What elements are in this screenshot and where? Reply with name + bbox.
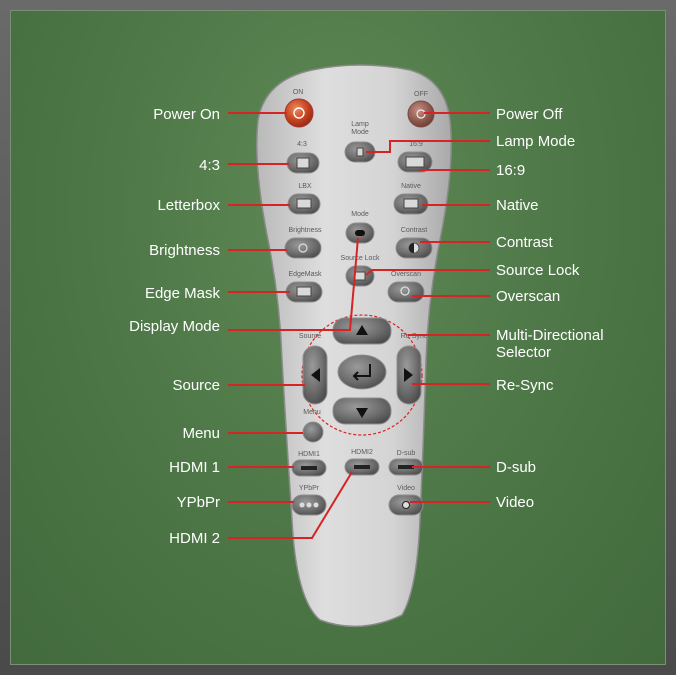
callout-power-off: Power Off — [496, 106, 563, 123]
callout-4-3: 4:3 — [199, 157, 220, 174]
callout-hdmi1: HDMI 1 — [169, 459, 220, 476]
callout-selector: Selector — [496, 344, 551, 361]
source-lock-label: Source Lock — [341, 255, 380, 262]
component-icon — [300, 503, 305, 508]
callout-ypbpr: YPbPr — [177, 494, 220, 511]
callout-native: Native — [496, 197, 539, 214]
video-label: Video — [397, 485, 415, 492]
callout-dsub: D-sub — [496, 459, 536, 476]
callout-display-mode: Display Mode — [129, 318, 220, 335]
callout-16-9: 16:9 — [496, 162, 525, 179]
hdmi-icon — [301, 466, 317, 470]
callout-brightness: Brightness — [149, 242, 220, 259]
callout-contrast: Contrast — [496, 234, 554, 251]
callout-multi-directional: Multi-Directional — [496, 327, 604, 344]
r169-label: 16:9 — [409, 141, 423, 148]
callout-overscan: Overscan — [496, 288, 560, 305]
vga-icon — [398, 465, 414, 469]
component-icon — [307, 503, 312, 508]
lock-icon — [355, 272, 365, 280]
lbx-label: LBX — [298, 183, 312, 190]
callout-video: Video — [496, 494, 534, 511]
lamp-icon — [357, 148, 363, 156]
aspect-16-9-icon — [406, 157, 424, 167]
edge-mask-icon — [297, 287, 311, 296]
callout-resync: Re-Sync — [496, 377, 554, 394]
callout-source: Source — [172, 377, 220, 394]
menu-label: Menu — [303, 409, 321, 416]
brightness-label: Brightness — [288, 227, 322, 234]
hdmi-icon — [354, 465, 370, 469]
edge-mask-label: EdgeMask — [288, 271, 322, 278]
lamp-mode-label: Mode — [351, 129, 369, 136]
callout-source-lock: Source Lock — [496, 262, 580, 279]
power-on-button[interactable] — [285, 99, 313, 127]
source-label: Source — [299, 333, 321, 340]
hdmi2-label: HDMI2 — [351, 449, 373, 456]
brightness-button[interactable] — [285, 238, 321, 258]
off-label: OFF — [414, 91, 428, 98]
r43-label: 4:3 — [297, 141, 307, 148]
callout-edge-mask: Edge Mask — [145, 285, 221, 302]
lamp-mode-label-line1: Lamp — [351, 121, 369, 128]
aspect-4-3-icon — [297, 158, 309, 168]
callout-letterbox: Letterbox — [157, 197, 220, 214]
on-label: ON — [293, 89, 304, 96]
native-icon — [404, 199, 418, 208]
component-icon — [314, 503, 319, 508]
callout-menu: Menu — [182, 425, 220, 442]
video-icon — [403, 502, 410, 509]
contrast-label: Contrast — [401, 227, 428, 234]
overscan-button[interactable] — [388, 282, 424, 302]
menu-button[interactable] — [303, 422, 323, 442]
callout-lamp-mode: Lamp Mode — [496, 133, 575, 150]
overscan-label: Overscan — [391, 271, 421, 278]
ypbpr-label: YPbPr — [299, 485, 320, 492]
native-label: Native — [401, 183, 421, 190]
dsub-label: D-sub — [397, 450, 416, 457]
letterbox-icon — [297, 199, 311, 208]
enter-button[interactable] — [338, 355, 386, 389]
mode-label: Mode — [351, 211, 369, 218]
mode-icon — [355, 230, 365, 236]
callout-hdmi2: HDMI 2 — [169, 530, 220, 547]
hdmi1-label: HDMI1 — [298, 451, 320, 458]
callout-power-on: Power On — [153, 106, 220, 123]
